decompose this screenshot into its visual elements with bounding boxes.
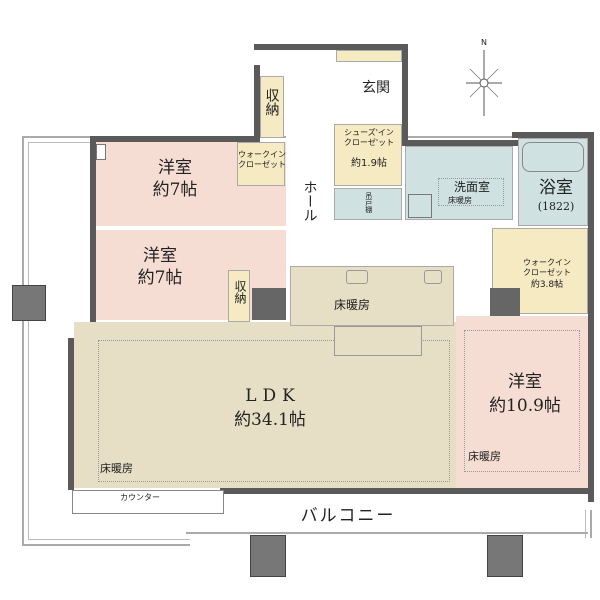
- column-west: [12, 285, 46, 321]
- western-room-2-name: 洋室: [143, 246, 177, 266]
- pipe-shaft: [252, 288, 286, 320]
- shoes-in-closet-size: 約1.9帖: [351, 158, 387, 169]
- kitchen-island: [334, 326, 422, 356]
- storage-mid-label: 収納: [233, 280, 247, 304]
- wall-west: [90, 136, 96, 344]
- sink-icon: [346, 270, 368, 284]
- bathtub-icon: [522, 142, 584, 172]
- entrance-shoe-shelf: [336, 50, 402, 62]
- pipe-shaft-2: [490, 288, 520, 316]
- wall-north-left: [90, 136, 260, 142]
- wall-east-top: [512, 132, 594, 138]
- stove-icon: [424, 270, 442, 284]
- wall-entrance-right: [402, 44, 408, 144]
- western-room-3[interactable]: [456, 316, 588, 488]
- kitchen-floor-heating: 床暖房: [334, 298, 371, 312]
- storage-top-label: 収納: [263, 88, 280, 116]
- western-room-2-size: 約7帖: [137, 268, 183, 288]
- counter-label: カウンター: [120, 493, 160, 502]
- bathroom-label: 浴室: [539, 178, 573, 198]
- ldk-size: 約34.1帖: [234, 410, 306, 430]
- wall-north-top: [254, 44, 344, 50]
- wall-south: [220, 488, 594, 494]
- walkin-closet-2-label: ウォークイン クローゼット: [523, 258, 571, 277]
- walkin-closet-1[interactable]: [237, 142, 285, 186]
- toilet[interactable]: [334, 188, 402, 220]
- wall-east: [588, 132, 594, 502]
- washroom-label: 洗面室: [453, 180, 490, 194]
- toilet-shelf-label: 吊戸棚: [364, 192, 373, 213]
- storage-top[interactable]: [260, 76, 284, 138]
- wall-north-top2: [330, 44, 408, 50]
- column-south-1: [250, 535, 286, 577]
- ldk-name: LDK: [245, 386, 301, 406]
- wall-north-left-up: [254, 65, 260, 142]
- hall[interactable]: [286, 76, 334, 266]
- washroom-floor-heating: 床暖房: [448, 196, 472, 205]
- ldk-floor-heating: 床暖房: [100, 462, 133, 475]
- western-room-3-name: 洋室: [508, 372, 542, 392]
- walkin-closet-2-size: 約3.8帖: [530, 280, 564, 290]
- balcony-edge: [186, 532, 588, 534]
- western-room-3-size: 約10.9帖: [489, 396, 561, 416]
- washroom-mat: [438, 178, 504, 206]
- counter-area: [72, 490, 224, 514]
- storage-mid[interactable]: [228, 270, 250, 322]
- hall-label: ホール: [301, 180, 318, 222]
- bathroom-size: (1822): [537, 200, 575, 213]
- washer-x-icon: [408, 194, 432, 218]
- western-room-1-name: 洋室: [158, 158, 192, 178]
- wall-west-ldk-v: [68, 338, 74, 490]
- western-room-1-size: 約7帖: [152, 180, 198, 200]
- ldk-floor-heating-zone: [98, 340, 450, 482]
- entrance-label: 玄関: [362, 80, 390, 96]
- western-room-3-floor-heating: 床暖房: [468, 450, 501, 463]
- column-south-2: [487, 535, 523, 577]
- kitchen[interactable]: [290, 266, 454, 326]
- wall-north-mid: [402, 140, 518, 146]
- window-x-icon: [96, 144, 106, 160]
- shoes-in-closet[interactable]: [334, 124, 402, 186]
- compass-icon: [466, 50, 502, 116]
- western-room-3-floor-heating-zone: [464, 330, 580, 472]
- compass-north-label: N: [481, 38, 487, 47]
- walkin-closet-1-label: ウォークイン クローゼット: [238, 150, 286, 169]
- balcony-label: バルコニー: [300, 506, 396, 526]
- shoes-in-closet-label: シューズ'イン クローゼ'ット: [343, 128, 395, 147]
